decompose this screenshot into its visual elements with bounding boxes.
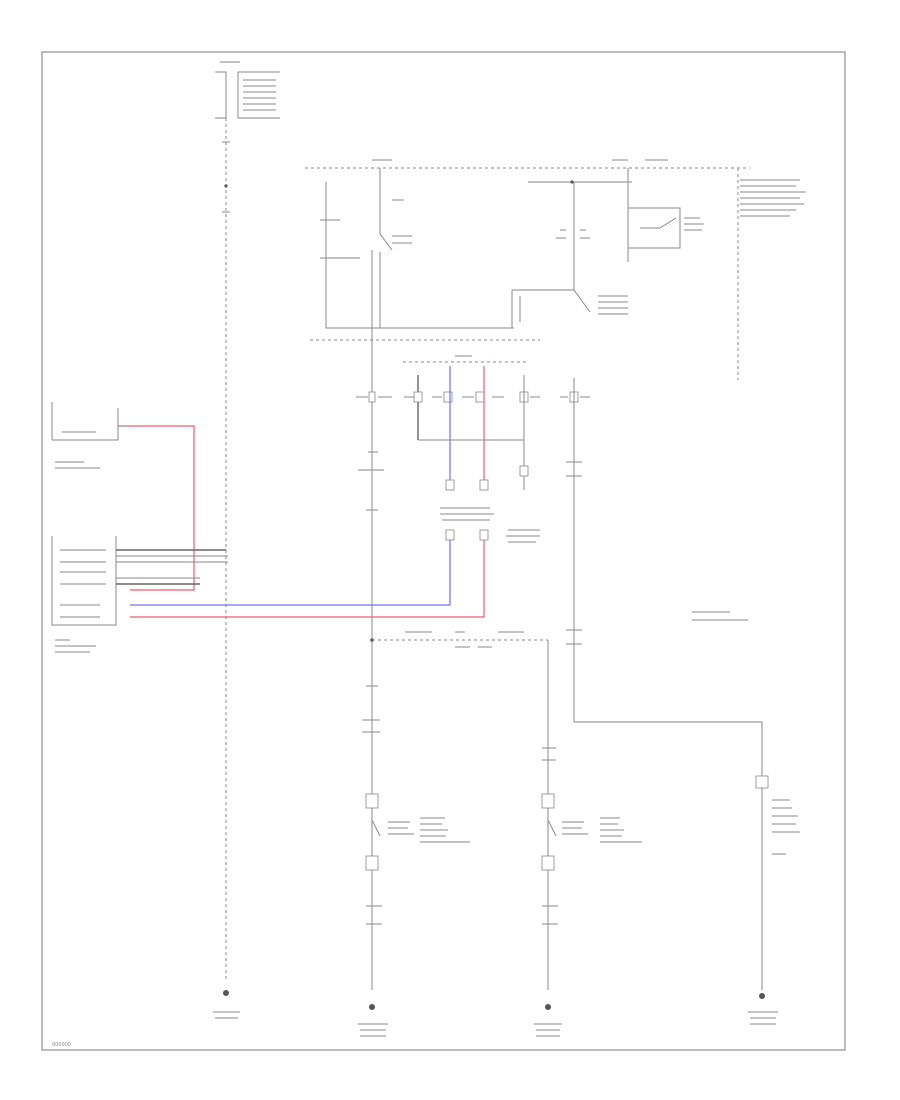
- relay-box-left: [310, 168, 540, 341]
- signal-wires: [130, 366, 494, 618]
- diagram-frame: [41, 51, 846, 1051]
- legend: [692, 611, 748, 621]
- switch-assembly-left: [51, 402, 195, 591]
- top-bus: [305, 159, 750, 184]
- right-wire: [560, 378, 800, 1025]
- relay-contacts-center: [511, 182, 628, 328]
- left-ground-wire: [213, 118, 240, 1019]
- fuse-block-top-left: [215, 61, 280, 119]
- diagram-code: 000000: [52, 1042, 71, 1048]
- relay-box-right: [627, 168, 806, 380]
- center-connector: [403, 355, 540, 543]
- branch-right-door: [372, 631, 642, 1037]
- center-main-wire: [356, 250, 470, 1037]
- control-module-left: [51, 536, 228, 653]
